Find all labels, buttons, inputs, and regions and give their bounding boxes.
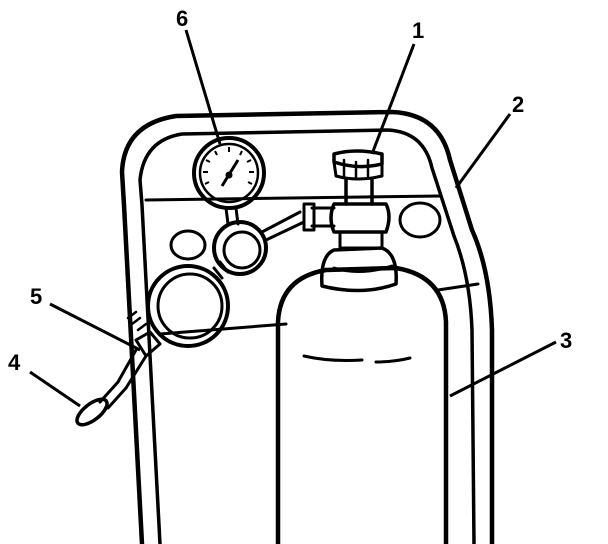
callout-1: 1: [412, 18, 424, 43]
leader-lines: [29, 29, 557, 408]
callout-6: 6: [176, 6, 188, 31]
callout-5: 5: [30, 284, 42, 309]
gas-cylinder: [275, 246, 449, 544]
cylinder-valve: [302, 149, 391, 250]
outlet-hose: [75, 348, 148, 427]
leader-line-5: [49, 302, 141, 352]
pressure-regulator: [126, 210, 306, 358]
callout-4: 4: [8, 350, 21, 375]
leader-line-1: [370, 43, 416, 155]
leader-line-3: [449, 340, 557, 398]
callout-3: 3: [560, 328, 572, 353]
pressure-gauge: [192, 136, 266, 226]
leader-line-2: [454, 113, 512, 189]
leader-line-6: [184, 29, 222, 145]
callout-2: 2: [512, 92, 524, 117]
callout-labels: 1 2 3 4 5 6: [8, 6, 572, 375]
leader-line-4: [29, 370, 81, 408]
cart-frame: [119, 109, 495, 544]
